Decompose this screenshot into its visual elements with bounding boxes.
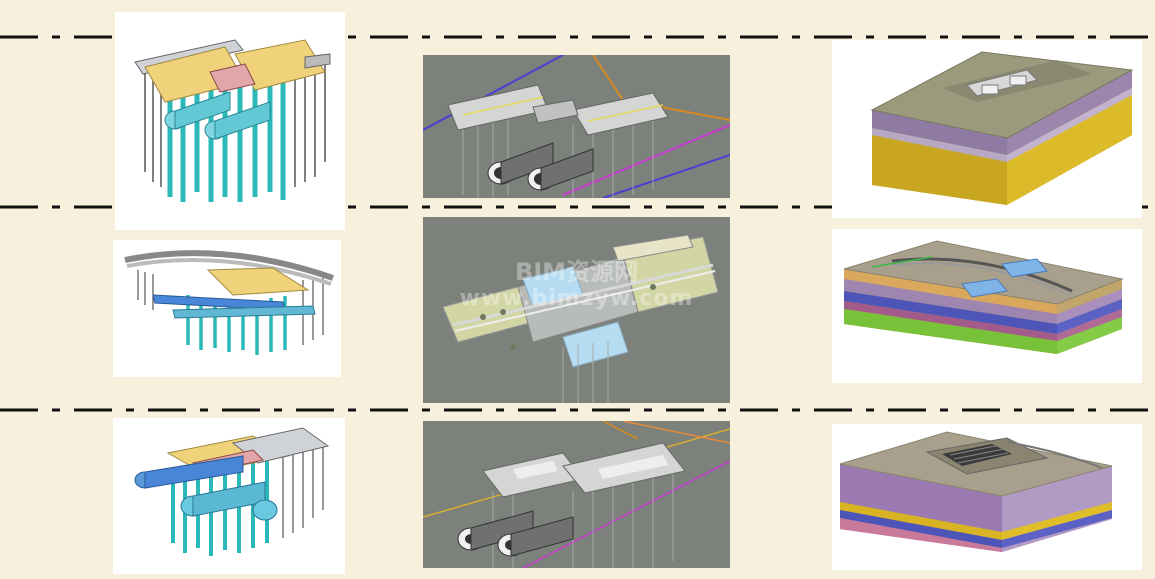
model-image-r1-left bbox=[115, 12, 345, 230]
model-image-r2-left bbox=[113, 240, 341, 377]
model-image-r1-right bbox=[832, 40, 1142, 218]
divider-line-1 bbox=[0, 35, 1155, 39]
divider-line-3 bbox=[0, 408, 1155, 412]
model-image-r3-right bbox=[832, 424, 1142, 570]
model-image-r3-middle bbox=[423, 421, 730, 568]
model-image-r3-left bbox=[113, 418, 345, 574]
model-image-r1-middle bbox=[423, 55, 730, 198]
model-image-r2-middle bbox=[423, 217, 730, 403]
model-image-r2-right bbox=[832, 229, 1142, 383]
